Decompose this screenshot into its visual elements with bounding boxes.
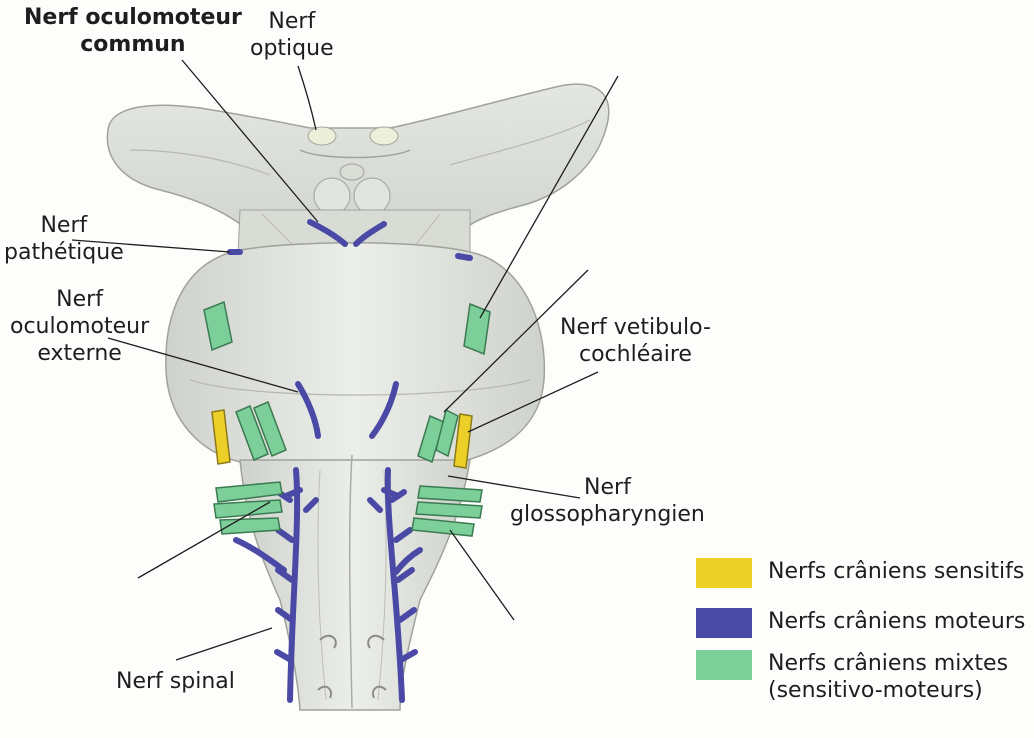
label-oculomoteur-externe: Nerf oculomoteur externe [10, 286, 149, 367]
legend-label-sub: (sensitivo-moteurs) [768, 677, 1008, 704]
legend-swatch [696, 650, 752, 680]
leader-lower-left [138, 502, 270, 578]
leader-spinal [176, 628, 272, 660]
legend-label: Nerfs crâniens moteurs [768, 609, 1025, 634]
legend-swatch [696, 558, 752, 588]
legend-swatch [696, 608, 752, 638]
label-oculomoteur-commun: Nerf oculomoteur commun [24, 4, 242, 58]
label-optique: Nerf optique [250, 8, 334, 62]
leader-optique [298, 66, 316, 130]
legend-label: Nerfs crâniens sensitifs [768, 559, 1024, 584]
legend-label: Nerfs crâniens mixtes [768, 650, 1008, 677]
label-glossopharyngien: Nerf glossopharyngien [510, 474, 705, 528]
label-vestibulo-cochleaire: Nerf vetibulo- cochléaire [560, 314, 711, 368]
leader-lower-right [450, 530, 514, 620]
label-spinal: Nerf spinal [116, 668, 235, 695]
label-pathetique: Nerf pathétique [4, 212, 124, 266]
